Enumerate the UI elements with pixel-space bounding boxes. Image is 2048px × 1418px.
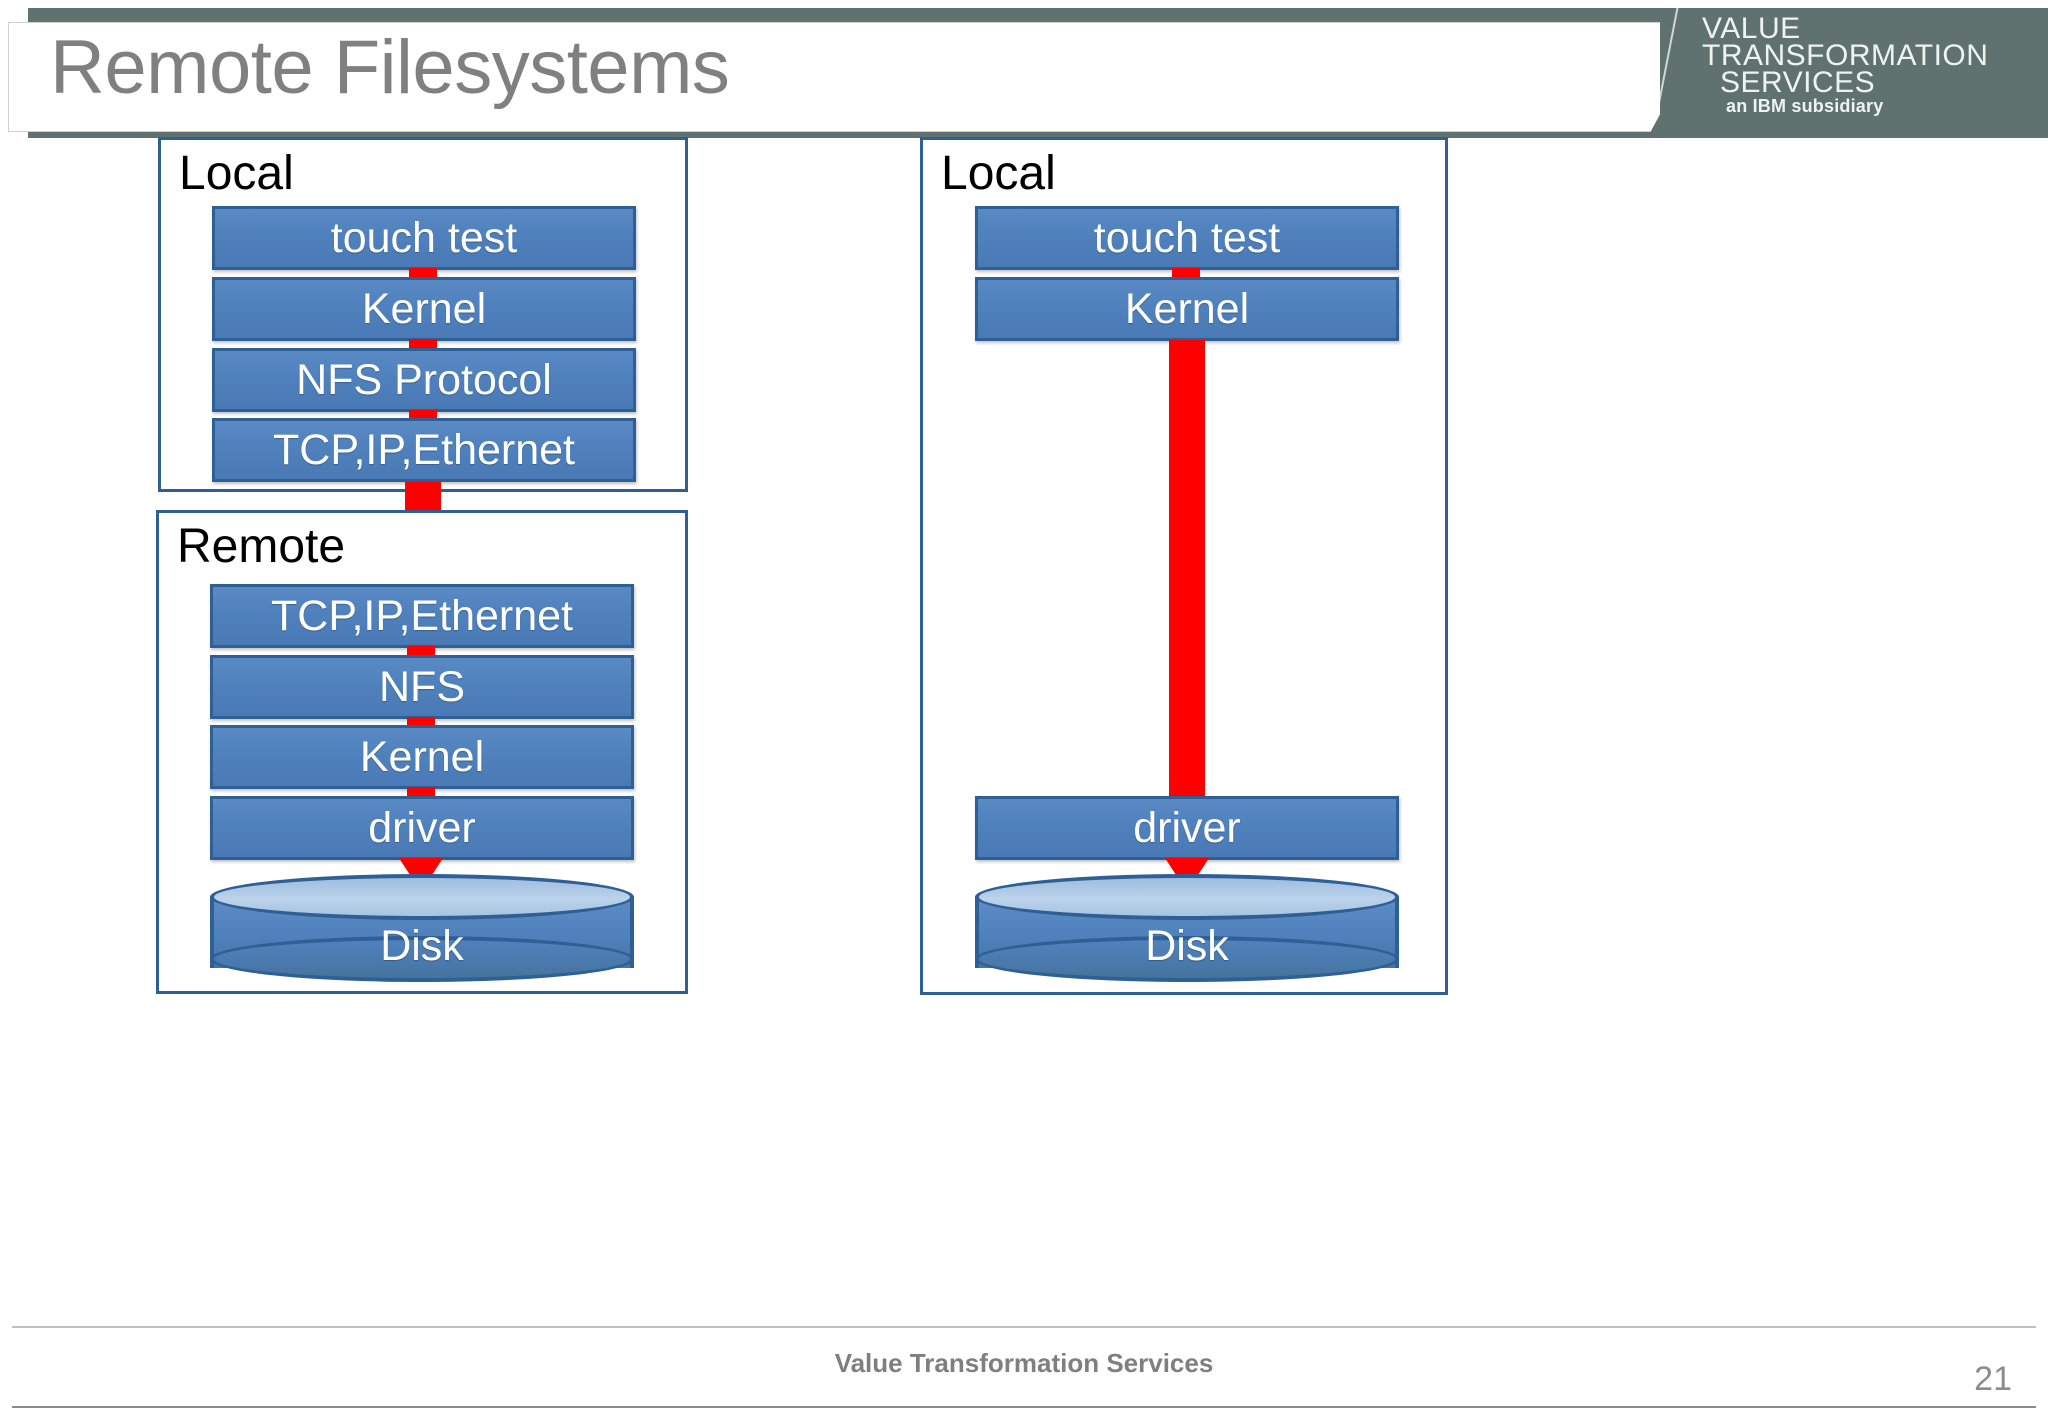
logo-line-value: VALUE [1702, 12, 1801, 45]
box-right-local-kernel[interactable]: Kernel [975, 277, 1399, 341]
disk-top-ellipse [975, 874, 1399, 920]
disk-label-right: Disk [1145, 921, 1229, 970]
box-left-local-touch-test[interactable]: touch test [212, 206, 636, 270]
disk-right: Disk [975, 874, 1399, 986]
page-number: 21 [1974, 1360, 2012, 1398]
disk-bottom-ellipse [975, 936, 1399, 982]
connector-right-kernel-to-driver [1169, 340, 1205, 796]
company-logo: VALUE TRANSFORMATION SERVICES an IBM sub… [1660, 8, 2048, 138]
box-remote-nfs[interactable]: NFS [210, 655, 634, 719]
logo-line-subsidiary: an IBM subsidiary [1726, 96, 1884, 116]
connector-left-local-3 [409, 410, 437, 420]
disk-top-ellipse [210, 874, 634, 920]
footer-text: Value Transformation Services [834, 1348, 1214, 1378]
panel-label-local-left: Local [179, 147, 294, 200]
box-remote-kernel[interactable]: Kernel [210, 725, 634, 789]
connector-remote-1 [407, 646, 435, 656]
box-left-local-tcp-ip-ethernet[interactable]: TCP,IP,Ethernet [212, 418, 636, 482]
footer-divider-bottom [12, 1406, 2036, 1408]
logo-line-services: SERVICES [1720, 66, 1876, 99]
box-right-local-touch-test[interactable]: touch test [975, 206, 1399, 270]
footer-divider-top [12, 1326, 2036, 1328]
disk-bottom-ellipse [210, 936, 634, 982]
box-right-local-driver[interactable]: driver [975, 796, 1399, 860]
logo-line-transformation: TRANSFORMATION [1702, 39, 1989, 72]
connector-right-local-1 [1172, 268, 1200, 278]
box-left-local-nfs-protocol[interactable]: NFS Protocol [212, 348, 636, 412]
disk-label-remote: Disk [380, 921, 464, 970]
box-left-local-kernel[interactable]: Kernel [212, 277, 636, 341]
logo-slash-icon [1660, 8, 1680, 138]
connector-remote-3 [407, 787, 435, 797]
panel-label-local-right: Local [941, 147, 1056, 200]
connector-remote-2 [407, 717, 435, 727]
connector-left-local-2 [409, 339, 437, 349]
disk-remote: Disk [210, 874, 634, 986]
panel-label-remote: Remote [177, 520, 346, 573]
page-title: Remote Filesystems [50, 25, 730, 110]
box-remote-tcp-ip-ethernet[interactable]: TCP,IP,Ethernet [210, 584, 634, 648]
box-remote-driver[interactable]: driver [210, 796, 634, 860]
connector-left-local-1 [409, 268, 437, 278]
title-plate [8, 22, 1710, 132]
